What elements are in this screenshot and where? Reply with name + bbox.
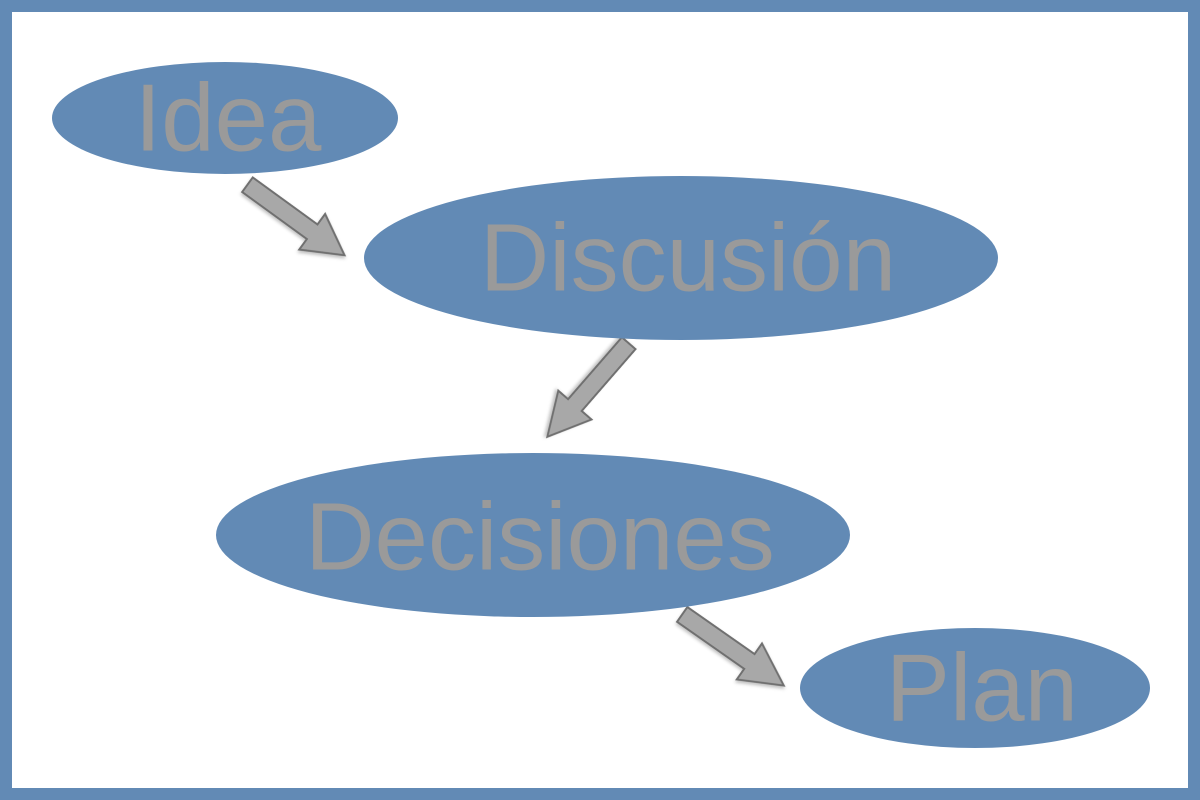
arrow-discusion-to-decisiones [545,335,637,439]
node-decisiones: Decisiones [216,453,850,617]
arrow-discusion-to-decisiones-shape [545,335,637,439]
node-decisiones-shape [216,453,850,617]
node-decisiones-label: Decisiones [305,484,775,591]
node-plan-label: Plan [886,635,1078,742]
node-plan: Plan [800,628,1150,748]
arrow-idea-to-discusion-shape [240,176,347,257]
node-idea-label: Idea [135,65,322,172]
arrow-decisiones-to-plan-shape [675,605,786,687]
node-discusion-shape [364,176,998,340]
node-discusion-label: Discusión [480,205,896,312]
node-discusion: Discusión [364,176,998,340]
arrow-decisiones-to-plan [675,605,786,687]
node-idea-shape [52,62,398,174]
arrow-idea-to-discusion [240,176,347,257]
node-plan-shape [800,628,1150,748]
node-idea: Idea [52,62,398,174]
